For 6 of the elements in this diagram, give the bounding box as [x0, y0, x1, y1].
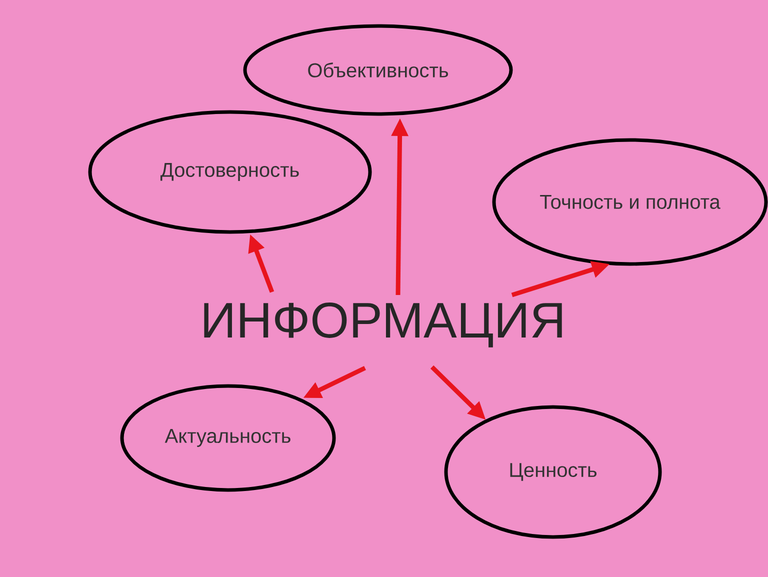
ellipse-node: Ценность	[444, 405, 662, 539]
ellipse-node: Точность и полнота	[492, 138, 768, 266]
title-text: ИНФОРМАЦИЯ	[204, 302, 562, 348]
ellipse-node: Актуальность	[120, 384, 336, 492]
ellipse-node: Достоверность	[88, 110, 372, 234]
ellipse-node: Объективность	[243, 24, 513, 116]
